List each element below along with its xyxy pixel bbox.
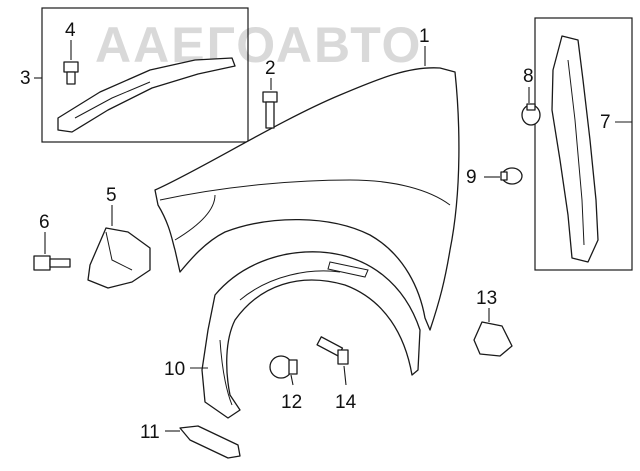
part-side-seal <box>551 35 599 263</box>
callout-1: 1 <box>419 26 430 47</box>
callout-3: 3 <box>20 68 31 89</box>
callout-6: 6 <box>39 212 50 233</box>
callout-2: 2 <box>265 58 276 79</box>
callout-9: 9 <box>466 167 477 188</box>
part-bracket-11 <box>179 425 241 459</box>
watermark-logo: ААЕГОАВТО <box>95 17 422 73</box>
part-screw-14 <box>316 336 349 365</box>
part-clip-8 <box>521 103 541 126</box>
part-pad-13 <box>473 321 513 357</box>
part-clip-9 <box>500 167 523 185</box>
callout-7: 7 <box>600 112 611 133</box>
callout-4: 4 <box>65 20 76 41</box>
callout-13: 13 <box>476 288 497 309</box>
part-bolt-2 <box>262 91 278 129</box>
part-bracket-5 <box>87 227 151 289</box>
callout-10: 10 <box>164 359 185 380</box>
part-fender-liner <box>201 251 421 419</box>
callout-5: 5 <box>106 185 117 206</box>
callout-8: 8 <box>523 66 534 87</box>
callout-11: 11 <box>140 422 160 443</box>
group-frame-3 <box>41 7 249 143</box>
part-bolt-6 <box>33 255 71 271</box>
callout-12: 12 <box>281 392 302 413</box>
part-upper-bracket <box>57 57 236 133</box>
callout-14: 14 <box>335 392 357 413</box>
group-frame-7 <box>534 17 633 271</box>
part-clip-12 <box>269 355 298 379</box>
part-bolt-4 <box>63 61 79 85</box>
part-fender <box>154 67 460 331</box>
leader-lines <box>34 40 632 432</box>
